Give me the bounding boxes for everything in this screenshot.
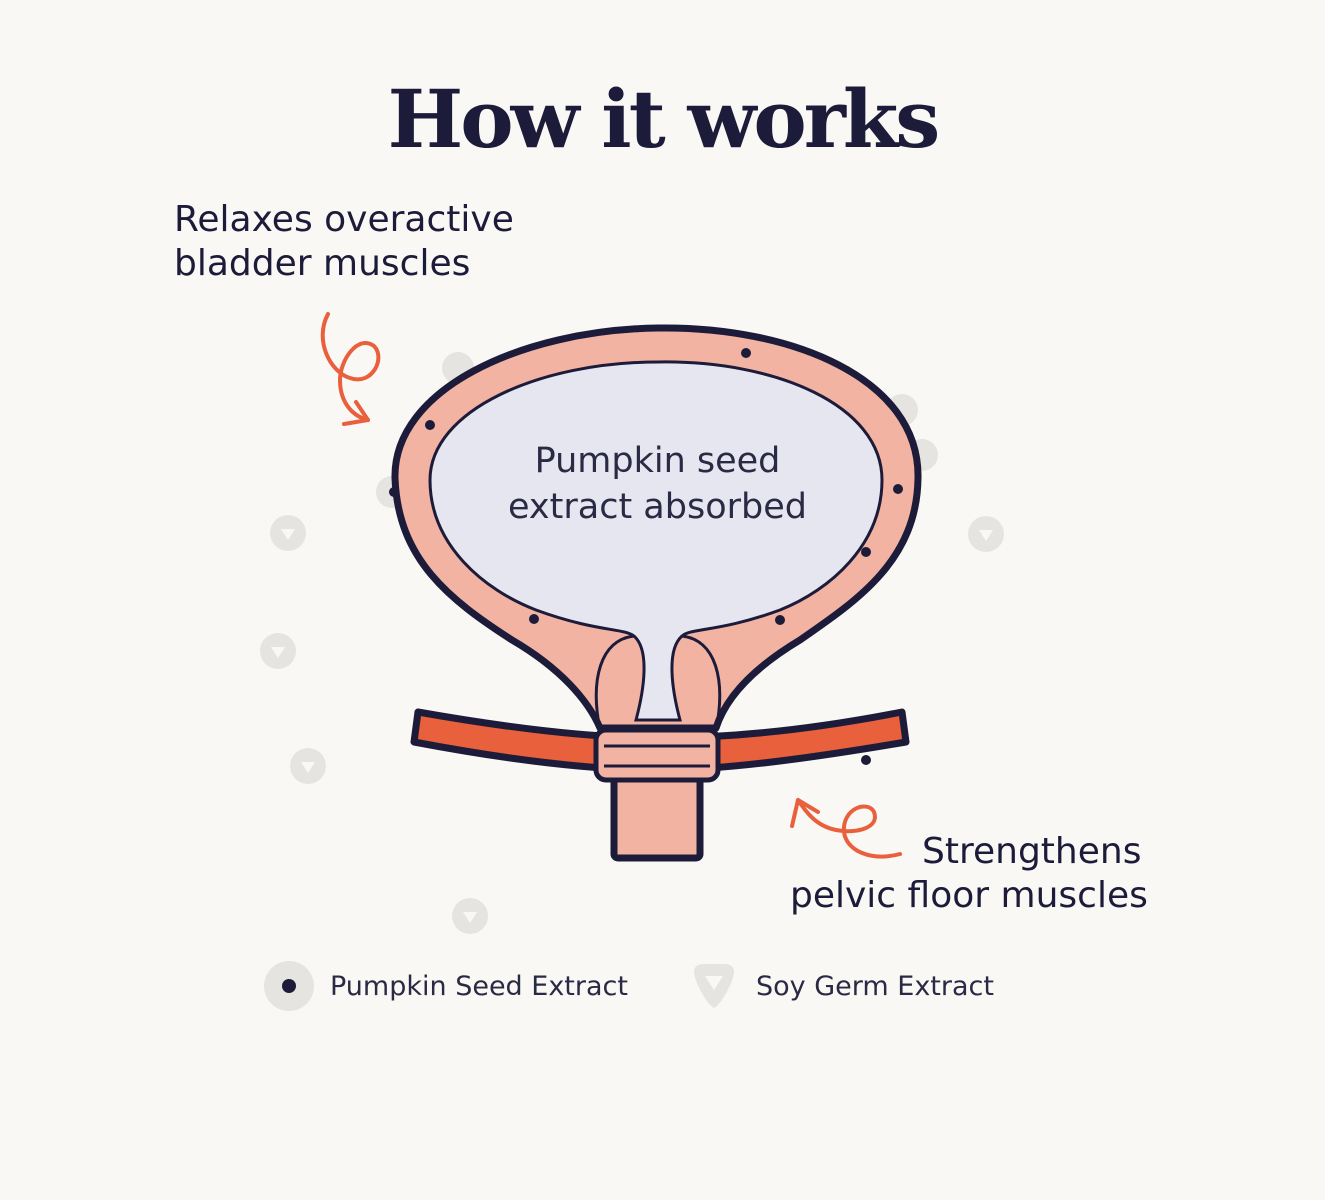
arrow-strengthens-icon bbox=[790, 798, 902, 859]
callout-relaxes-line1: Relaxes overactive bbox=[174, 199, 514, 240]
bladder-cavity bbox=[428, 360, 884, 722]
legend: Pumpkin Seed Extract Soy Germ Extract bbox=[0, 958, 1325, 1014]
pumpkin-seed-dot bbox=[389, 487, 399, 497]
soy-germ-marker bbox=[260, 633, 296, 669]
pumpkin-seed-dot bbox=[529, 614, 539, 624]
callout-strengthens-line1: Strengthens bbox=[922, 831, 1142, 872]
callout-relaxes: Relaxes overactive bladder muscles bbox=[174, 198, 514, 286]
center-label: Pumpkin seed extract absorbed bbox=[470, 438, 845, 530]
soy-germ-marker bbox=[270, 515, 306, 551]
soy-germ-marker bbox=[452, 898, 488, 934]
callout-relaxes-line2: bladder muscles bbox=[174, 243, 471, 284]
callout-strengthens-line2: pelvic floor muscles bbox=[790, 875, 1148, 916]
legend-item-soy: Soy Germ Extract bbox=[688, 958, 994, 1014]
page-title: How it works bbox=[387, 72, 941, 166]
soy-germ-marker bbox=[290, 748, 326, 784]
urethra bbox=[610, 766, 704, 862]
pumpkin-seed-dot bbox=[775, 615, 785, 625]
pumpkin-seed-dots bbox=[389, 348, 903, 765]
callout-strengthens: Strengthens pelvic floor muscles bbox=[790, 830, 1148, 918]
soy-germ-marker bbox=[968, 516, 1004, 552]
legend-label-pumpkin: Pumpkin Seed Extract bbox=[330, 970, 628, 1002]
legend-item-pumpkin: Pumpkin Seed Extract bbox=[264, 958, 628, 1014]
pumpkin-seed-dot bbox=[425, 420, 435, 430]
pumpkin-seed-dot-icon bbox=[264, 961, 314, 1011]
center-label-line1: Pumpkin seed bbox=[534, 441, 781, 481]
legend-label-soy: Soy Germ Extract bbox=[756, 970, 994, 1002]
pumpkin-seed-dot bbox=[861, 547, 871, 557]
soy-germ-triangle-icon bbox=[694, 964, 734, 1008]
pumpkin-seed-dot bbox=[893, 484, 903, 494]
pumpkin-seed-dot bbox=[741, 348, 751, 358]
arrow-relaxes-icon bbox=[320, 312, 381, 426]
pumpkin-seed-dot bbox=[861, 755, 871, 765]
sphincter bbox=[593, 727, 721, 783]
center-label-line2: extract absorbed bbox=[508, 487, 807, 527]
